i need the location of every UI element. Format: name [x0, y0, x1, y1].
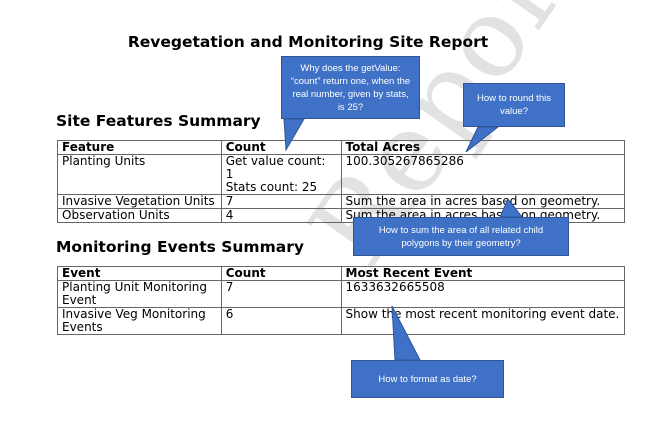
getvalue-question-callout: Why does the getValue: “count” return on… — [281, 56, 420, 119]
table-row: Planting Units Get value count: 1 Stats … — [57, 154, 625, 195]
date-callout-pointer — [391, 305, 421, 361]
features-summary-table: Feature Count Total Acres Planting Units… — [57, 140, 625, 223]
report-title: Revegetation and Monitoring Site Report — [127, 33, 489, 51]
acres-cell: Sum the area in acres based on geometry. — [340, 194, 625, 209]
event-cell: Invasive Veg Monitoring Events — [57, 307, 222, 335]
feature-cell: Observation Units — [57, 208, 222, 223]
event-cell: Planting Unit Monitoring Event — [57, 280, 222, 308]
features-summary-heading: Site Features Summary — [56, 112, 261, 130]
events-summary-table: Event Count Most Recent Event Planting U… — [57, 266, 625, 335]
table-row: Planting Unit Monitoring Event 7 1633632… — [57, 280, 625, 308]
table-row: Invasive Veg Monitoring Events 6 Show th… — [57, 307, 625, 335]
sum-question-callout: How to sum the area of all related child… — [353, 217, 569, 256]
table-row: Invasive Vegetation Units 7 Sum the area… — [57, 194, 625, 209]
recent-event-cell: Show the most recent monitoring event da… — [340, 307, 625, 335]
column-header: Count — [220, 266, 342, 281]
count-cell: Get value count: 1 Stats count: 25 — [220, 154, 342, 195]
sum-callout-pointer — [499, 198, 524, 218]
getvalue-count-text: Get value count: 1 — [225, 154, 326, 181]
stats-count-text: Stats count: 25 — [225, 180, 318, 194]
events-summary-heading: Monitoring Events Summary — [56, 238, 304, 256]
getvalue-callout-pointer — [283, 118, 305, 152]
count-cell: 4 — [220, 208, 342, 223]
recent-event-cell: 1633632665508 — [340, 280, 625, 308]
date-question-callout: How to format as date? — [351, 360, 504, 398]
round-callout-pointer — [465, 126, 500, 153]
round-question-callout: How to round this value? — [463, 83, 565, 127]
feature-cell: Invasive Vegetation Units — [57, 194, 222, 209]
count-cell: 6 — [220, 307, 342, 335]
